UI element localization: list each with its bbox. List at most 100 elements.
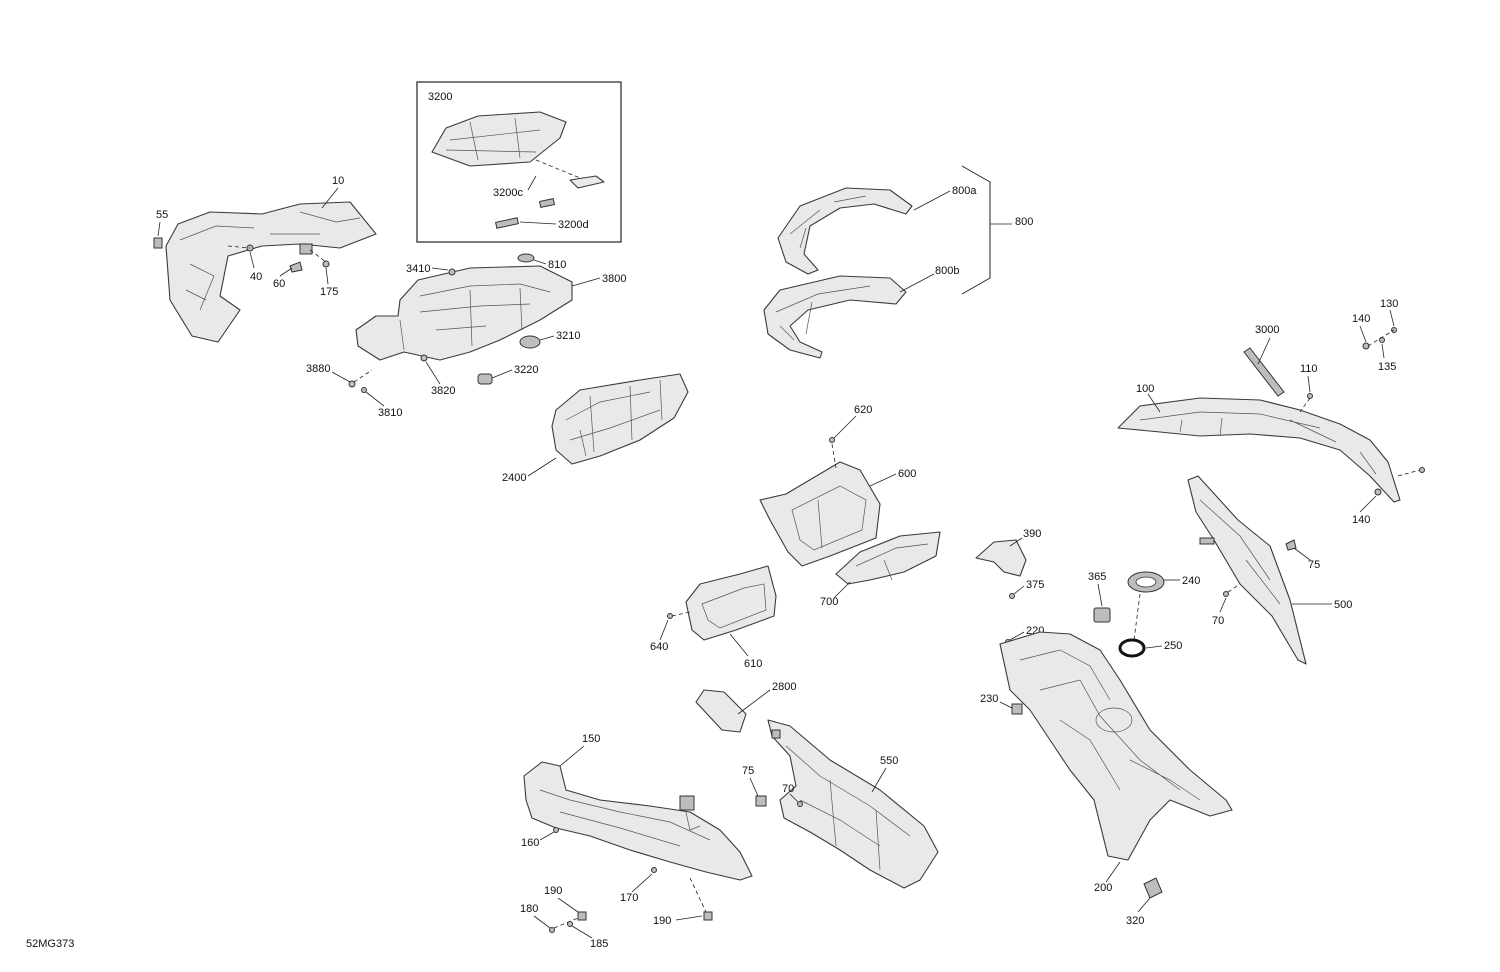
label-190-left: 190	[544, 885, 562, 897]
label-3800: 3800	[602, 273, 626, 285]
part-800a-upper-cover	[777, 187, 913, 275]
part-140-bolt-side	[1419, 467, 1425, 473]
label-200: 200	[1094, 882, 1112, 894]
part-70-screw-left	[797, 801, 803, 807]
part-500-tab	[1199, 537, 1215, 545]
label-190-right: 190	[653, 915, 671, 927]
part-365-bracket	[1093, 607, 1111, 623]
part-250-o-ring	[1118, 638, 1146, 658]
assembly-small-parts: 390 375 365 240 250 220 230	[975, 528, 1200, 715]
label-75-right: 75	[1308, 559, 1320, 571]
part-170-screw	[651, 867, 657, 873]
label-3210: 3210	[556, 330, 580, 342]
assembly-side-panel-550: 550 75 70	[742, 719, 939, 889]
inset-title: 3200	[428, 91, 452, 103]
label-620: 620	[854, 404, 872, 416]
label-3410: 3410	[406, 263, 430, 275]
label-185: 185	[590, 938, 608, 950]
label-140-top: 140	[1352, 313, 1370, 325]
label-55: 55	[156, 209, 168, 221]
part-810-cap	[517, 253, 535, 263]
label-10: 10	[332, 175, 344, 187]
part-75-clip-right	[1285, 539, 1297, 551]
part-55-clip	[153, 237, 163, 249]
label-70-left: 70	[782, 783, 794, 795]
part-2800-trim	[695, 689, 747, 733]
label-135: 135	[1378, 361, 1396, 373]
label-170: 170	[620, 892, 638, 904]
label-75-left: 75	[742, 765, 754, 777]
inset-box-3200: 3200 3200c 3200d	[416, 81, 622, 243]
label-800: 800	[1015, 216, 1033, 228]
label-240: 240	[1182, 575, 1200, 587]
label-230: 230	[980, 693, 998, 705]
label-500: 500	[1334, 599, 1352, 611]
part-3200-seat-cover	[431, 111, 567, 167]
label-160: 160	[521, 837, 539, 849]
part-3000-trim-strip	[1243, 347, 1285, 397]
part-100-top-cover	[1117, 397, 1401, 503]
label-365: 365	[1088, 571, 1106, 583]
assembly-center-console: 620 600 700 610 640	[650, 404, 941, 670]
part-600-console-panel	[759, 461, 881, 567]
part-550-tab	[771, 729, 781, 739]
part-110-screw	[1307, 393, 1313, 399]
label-70-right: 70	[1212, 615, 1224, 627]
part-140-nut-bottom	[1374, 488, 1382, 496]
part-3820-screw	[420, 354, 428, 362]
label-3220: 3220	[514, 364, 538, 376]
part-175-nut	[322, 260, 330, 268]
label-250: 250	[1164, 640, 1182, 652]
drawing-code: 52MG373	[26, 938, 74, 950]
part-800b-lower-cover	[763, 275, 907, 359]
part-10-front-fascia	[165, 201, 377, 343]
part-160-screw	[553, 827, 559, 833]
part-390-cover	[975, 539, 1027, 577]
label-40: 40	[250, 271, 262, 283]
part-2400-gauge-cluster	[551, 373, 689, 465]
part-550-side-panel	[767, 719, 939, 889]
label-600: 600	[898, 468, 916, 480]
label-2800: 2800	[772, 681, 796, 693]
label-3880: 3880	[306, 363, 330, 375]
part-150-bracket	[679, 795, 695, 811]
label-640: 640	[650, 641, 668, 653]
part-640-screw	[667, 613, 673, 619]
label-3810: 3810	[378, 407, 402, 419]
assembly-trim-2800: 2800	[695, 681, 796, 733]
part-500-side-panel	[1187, 475, 1307, 665]
bracket-800	[961, 165, 991, 295]
assembly-front-fascia: 55 10 40 60 175	[153, 175, 377, 343]
label-375: 375	[1026, 579, 1044, 591]
part-3200c-latch	[569, 175, 605, 189]
label-800a: 800a	[952, 185, 977, 197]
label-3200c: 3200c	[493, 187, 523, 199]
label-150: 150	[582, 733, 600, 745]
assembly-side-panel-800: 800a 800b 800	[763, 165, 1033, 359]
part-70-screw-right	[1223, 591, 1229, 597]
label-390: 390	[1023, 528, 1041, 540]
part-3810-washer	[361, 387, 367, 393]
assembly-side-panel-500: 500 75 70	[1187, 475, 1352, 665]
label-800b: 800b	[935, 265, 959, 277]
label-610: 610	[744, 658, 762, 670]
label-810: 810	[548, 259, 566, 271]
label-550: 550	[880, 755, 898, 767]
label-140-bottom: 140	[1352, 514, 1370, 526]
assembly-instrument-cluster: 2400	[502, 373, 689, 484]
part-230-clip	[1011, 703, 1023, 715]
part-60-fastener	[289, 261, 303, 273]
label-320: 320	[1126, 915, 1144, 927]
part-3220-cap	[477, 373, 493, 385]
part-200-tunnel	[999, 631, 1233, 861]
part-3410-screw	[448, 268, 456, 276]
label-100: 100	[1136, 383, 1154, 395]
assembly-tunnel-body: 200 320	[999, 631, 1233, 927]
label-2400: 2400	[502, 472, 526, 484]
part-375-screw	[1009, 593, 1015, 599]
part-180-bolt	[549, 927, 555, 933]
part-3800-console-frame	[355, 265, 573, 361]
part-190-nut-left	[577, 911, 587, 921]
part-3200d-strip	[495, 217, 519, 229]
label-700: 700	[820, 596, 838, 608]
